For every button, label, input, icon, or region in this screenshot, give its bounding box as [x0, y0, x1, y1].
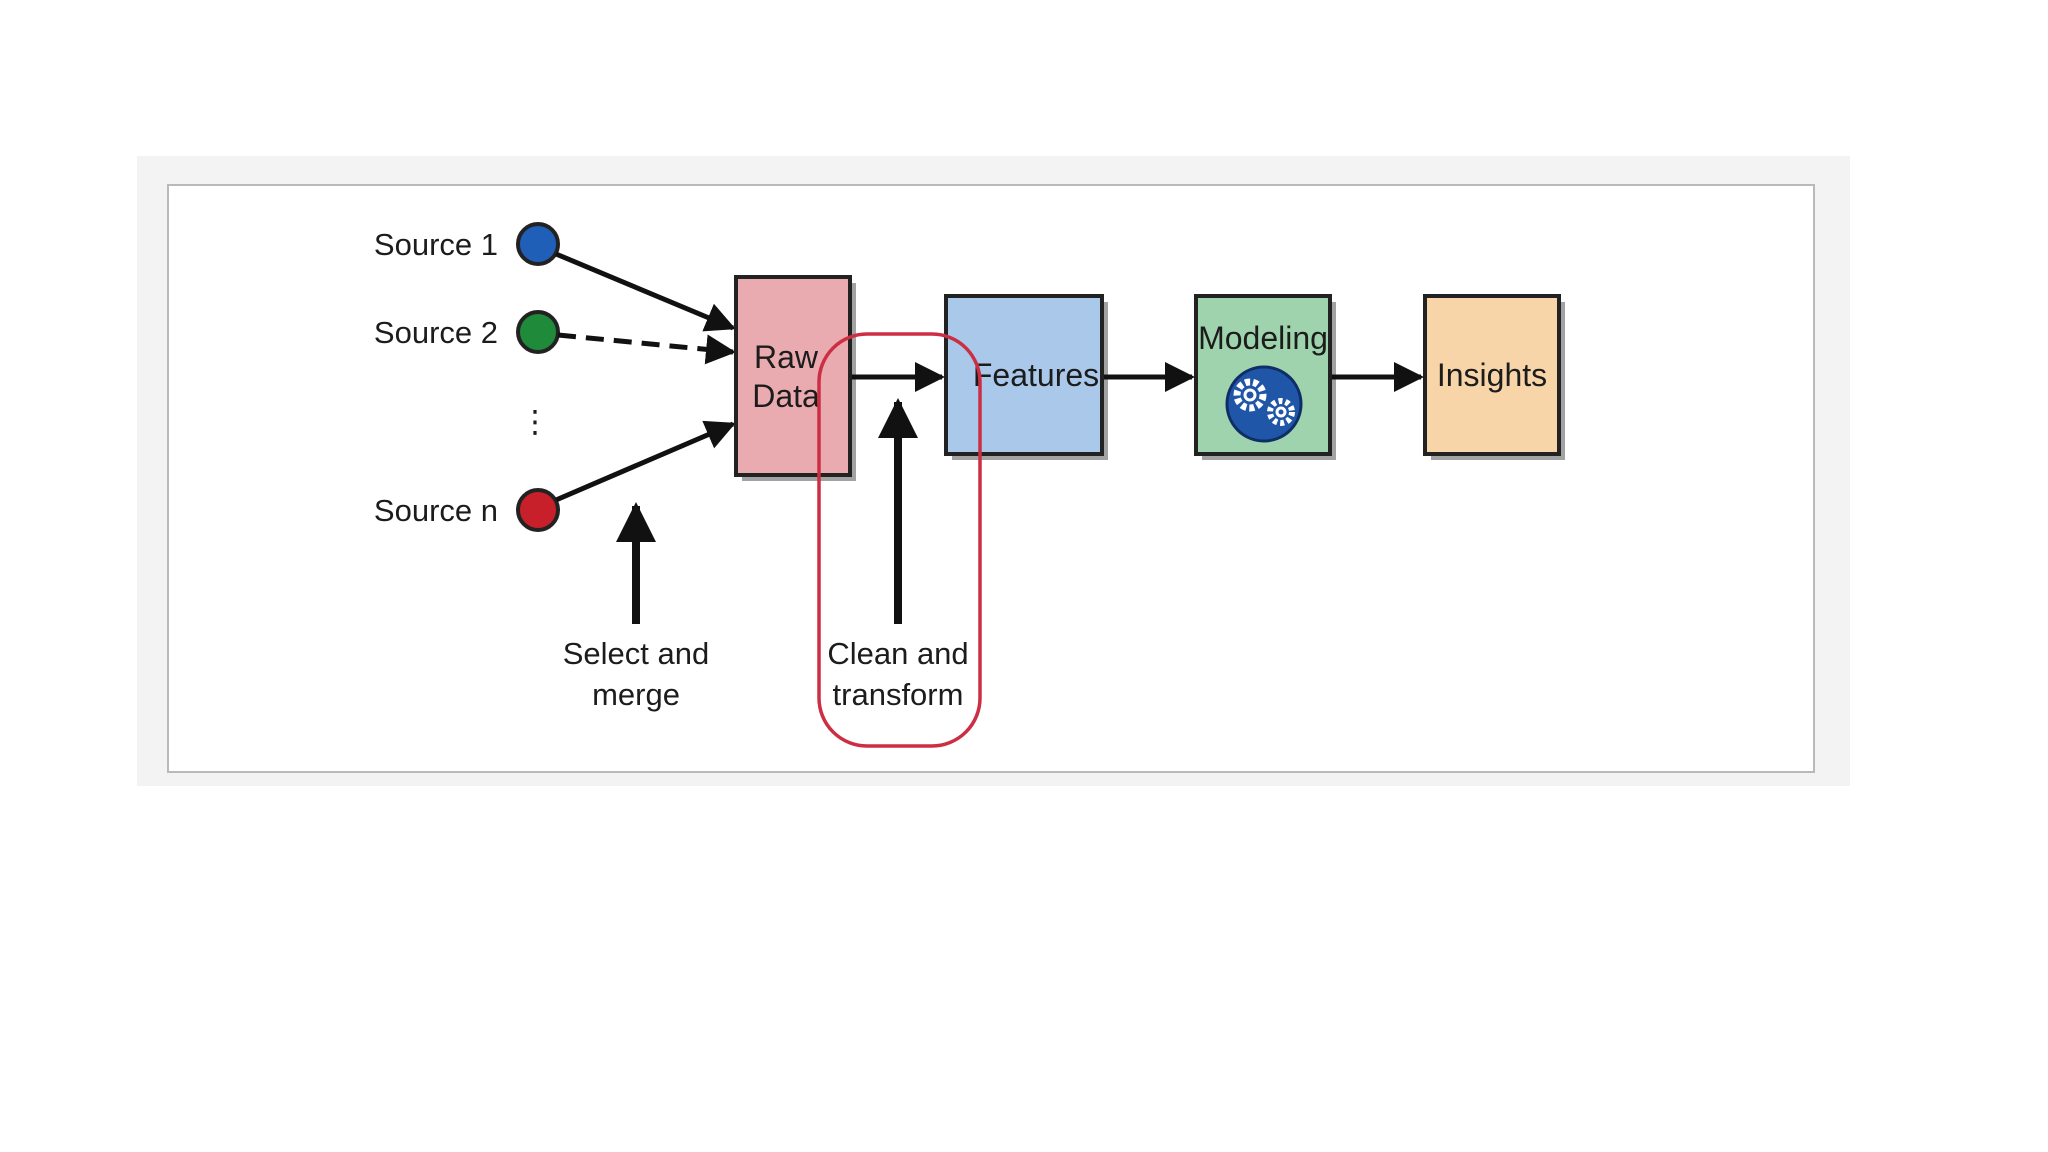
source-2-label: Source 2 [374, 315, 498, 350]
raw-data-label-line2: Data [752, 378, 820, 414]
raw-data-box [734, 275, 852, 477]
features-label: Features [973, 357, 1099, 393]
modeling-label: Modeling [1198, 320, 1328, 356]
source-2-node [516, 310, 560, 354]
features-box [944, 294, 1104, 456]
sources-ellipsis: ⋮ [520, 404, 551, 439]
insights-box [1423, 294, 1561, 456]
clean-transform-highlight [817, 332, 982, 748]
clean-transform-label-line2: transform [833, 677, 964, 712]
source-1-node [516, 222, 560, 266]
source-1-label: Source 1 [374, 227, 498, 262]
source-n-label: Source n [374, 493, 498, 528]
select-merge-label-line2: merge [592, 677, 680, 712]
source-2-arrow [557, 332, 736, 365]
raw-data-label-line1: Raw [754, 339, 819, 375]
gears-icon [1225, 365, 1303, 443]
select-merge-label-line1: Select and [563, 636, 710, 671]
source-n-node [516, 488, 560, 532]
clean-transform-label-line1: Clean and [827, 636, 968, 671]
insights-label: Insights [1437, 357, 1547, 393]
source-n-arrow [555, 420, 736, 503]
source-1-arrow [555, 251, 736, 332]
figure-frame [167, 184, 1815, 773]
